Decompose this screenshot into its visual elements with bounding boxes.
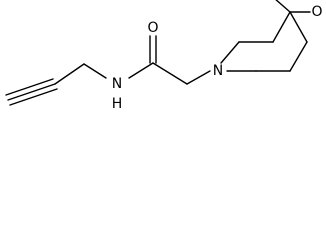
bond-ch2-co [152, 62, 188, 85]
atom-amide-nitrogen: N [112, 76, 122, 92]
bond-ring-c4-c5b [289, 11, 308, 43]
atom-ketone-oxygen: O [311, 4, 322, 20]
bond-ch2-alkyne [54, 63, 85, 85]
bond-ring-c4-c5 [275, 0, 291, 13]
bond-triple-3 [9, 88, 58, 106]
atom-amide-hydrogen: H [112, 96, 123, 112]
molecule-structure: O O N N H [5, 0, 323, 112]
bond-ring-c3-c4 [272, 11, 291, 43]
bond-triple-2 [5, 78, 54, 96]
bond-ring-c5-c6 [289, 41, 308, 72]
atom-amide-oxygen: O [147, 20, 158, 36]
atom-ring-nitrogen: N [213, 63, 223, 79]
bond-nh-ch2 [83, 63, 107, 79]
structure-canvas: O O N N H [0, 0, 326, 116]
bond-n-ch2 [186, 70, 211, 85]
bond-triple-1 [7, 83, 56, 101]
bond-ring-n-c2 [220, 41, 240, 64]
bond-co-nh [128, 62, 154, 79]
